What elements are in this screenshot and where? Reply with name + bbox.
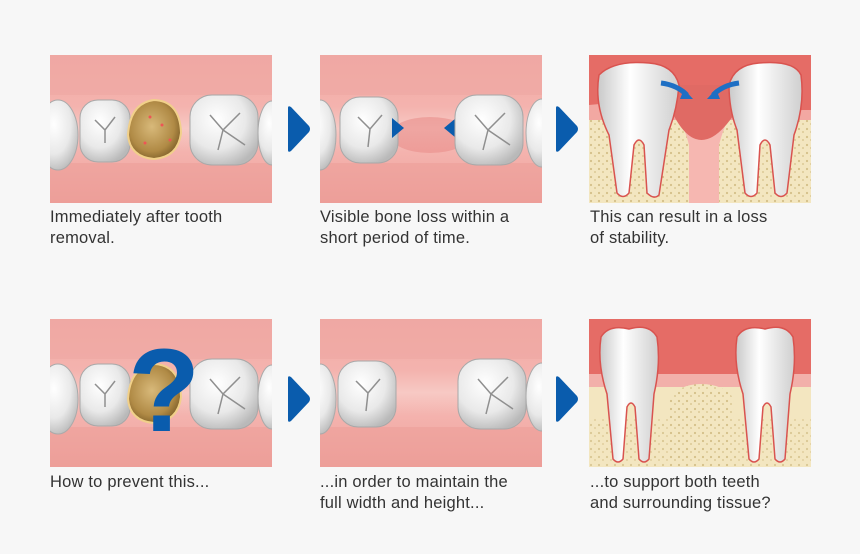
upright-tooth-left	[599, 326, 660, 463]
panel-how-to-prevent: ?	[50, 319, 272, 467]
caption: Visible bone loss within a short period …	[320, 207, 560, 249]
occlusal-view-illustration	[320, 319, 542, 467]
occlusal-view-illustration	[320, 55, 542, 203]
panel-socket-after-extraction	[50, 55, 272, 203]
molar-icon	[337, 360, 397, 428]
caption-line: of stability.	[590, 229, 670, 247]
cross-section-illustration	[589, 319, 811, 467]
inward-arrow-left-icon	[444, 118, 456, 138]
cross-section-illustration	[589, 55, 811, 203]
tilted-tooth-right	[728, 61, 803, 198]
panel-gap-closing	[320, 55, 542, 203]
caption-line: full width and height...	[320, 494, 485, 512]
step-arrow-icon	[553, 375, 579, 423]
caption-line: Immediately after tooth	[50, 208, 223, 226]
caption-line: ...in order to maintain the	[320, 473, 508, 491]
inward-arrow-right-icon	[392, 118, 404, 138]
upright-tooth-right	[735, 326, 796, 463]
molar-icon	[339, 96, 399, 164]
caption: Immediately after tooth removal.	[50, 207, 290, 249]
caption-line: ...to support both teeth	[590, 473, 760, 491]
occlusal-view-illustration	[50, 319, 272, 467]
caption: ...in order to maintain the full width a…	[320, 472, 560, 514]
caption-line: How to prevent this...	[50, 473, 210, 491]
caption-line: short period of time.	[320, 229, 471, 247]
caption-line: removal.	[50, 229, 115, 247]
caption-line: and surrounding tissue?	[590, 494, 771, 512]
caption-line: Visible bone loss within a	[320, 208, 510, 226]
question-mark-icon: ?	[128, 325, 201, 457]
step-arrow-icon	[285, 375, 311, 423]
occlusal-view-illustration	[50, 55, 272, 203]
panel-gap-maintained	[320, 319, 542, 467]
panel-loss-of-stability	[589, 55, 811, 203]
tilted-tooth-left	[597, 61, 680, 198]
caption: ...to support both teeth and surrounding…	[590, 472, 830, 514]
caption: This can result in a loss of stability.	[590, 207, 830, 249]
panel-bone-preserved	[589, 319, 811, 467]
caption: How to prevent this...	[50, 472, 290, 493]
extraction-socket	[126, 98, 183, 161]
step-arrow-icon	[553, 105, 579, 153]
caption-line: This can result in a loss	[590, 208, 768, 226]
step-arrow-icon	[285, 105, 311, 153]
extraction-socket	[126, 362, 183, 425]
